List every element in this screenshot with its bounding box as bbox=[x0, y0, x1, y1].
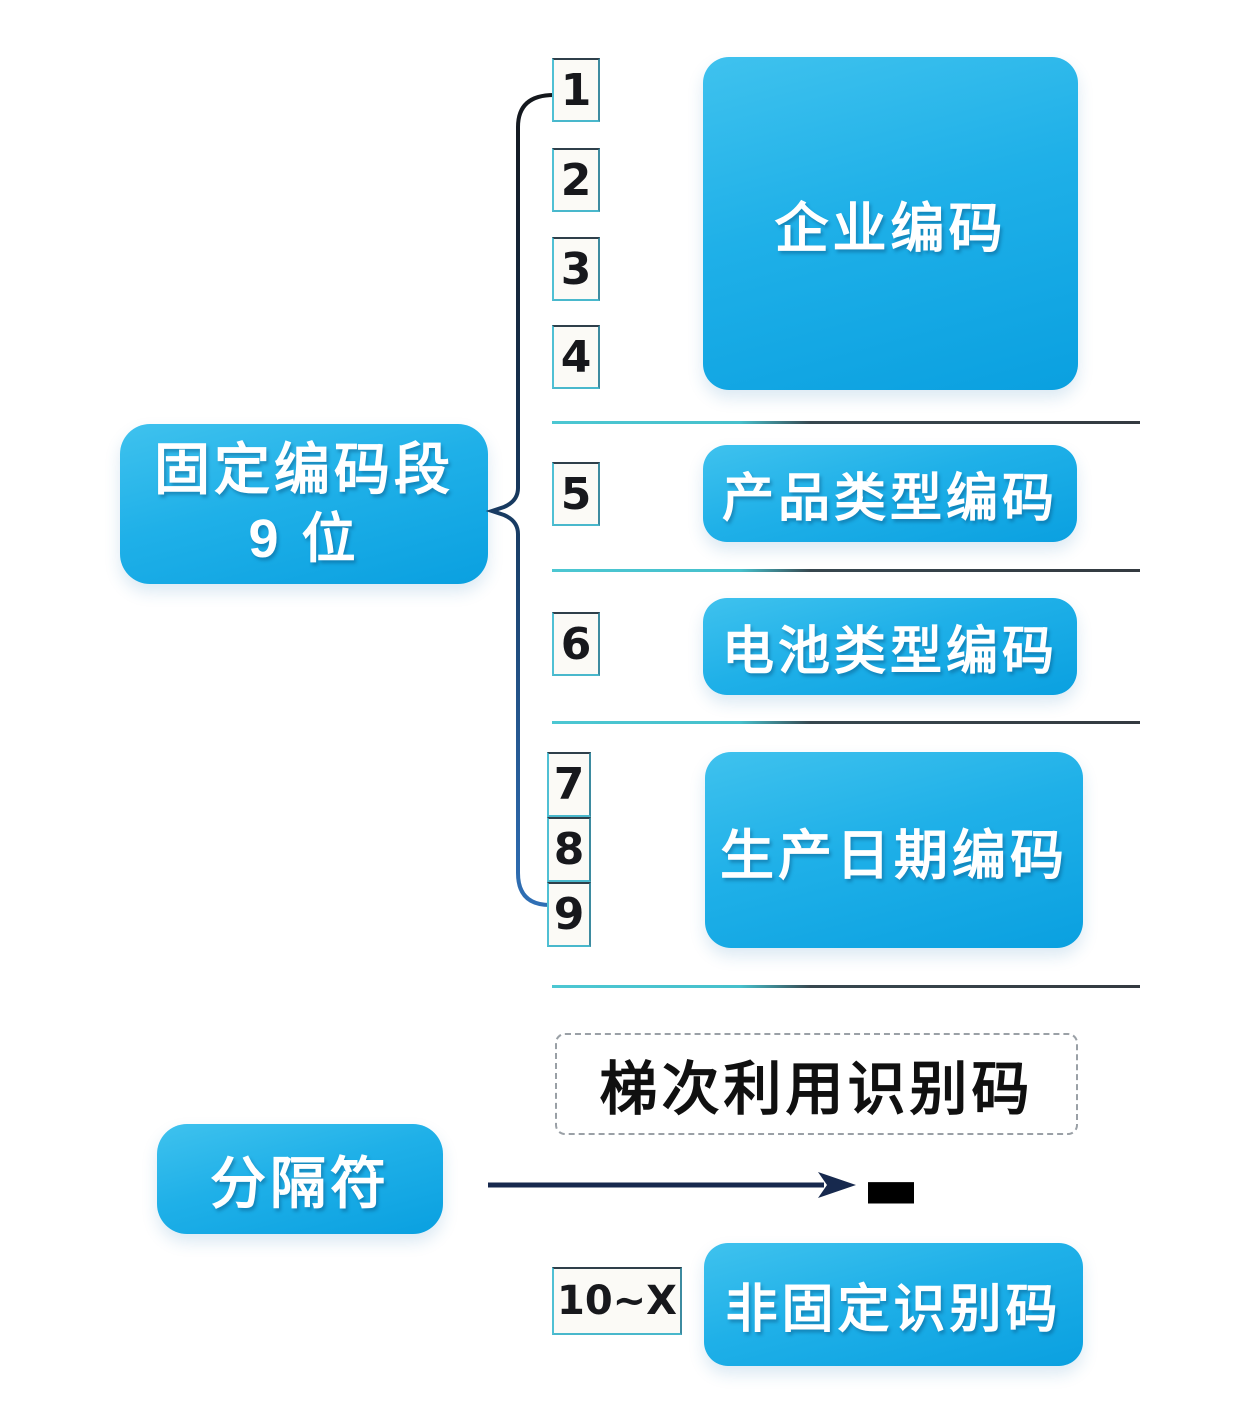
product-type-code-label: 产品类型编码 bbox=[721, 470, 1058, 528]
cascade-code-box: 梯次利用识别码 bbox=[555, 1033, 1078, 1135]
arrow-icon bbox=[488, 1172, 856, 1198]
product-type-code-box: 产品类型编码 bbox=[703, 445, 1077, 542]
section-divider-2 bbox=[552, 569, 1140, 572]
digit-box-6: 6 bbox=[552, 612, 600, 676]
digit-box-4: 4 bbox=[552, 325, 600, 389]
fixed-segment-line1: 固定编码段 bbox=[154, 437, 454, 501]
digit-box-9: 9 bbox=[547, 882, 591, 947]
non-fixed-code-label: 非固定识别码 bbox=[725, 1281, 1062, 1339]
separator-dash-symbol: - bbox=[859, 1098, 923, 1272]
digit-box-3: 3 bbox=[552, 237, 600, 301]
digit-box-8: 8 bbox=[547, 817, 591, 882]
digit-box-5: 5 bbox=[552, 462, 600, 526]
enterprise-code-box: 企业编码 bbox=[703, 57, 1078, 390]
cascade-code-label: 梯次利用识别码 bbox=[599, 1057, 1034, 1122]
non-fixed-code-box: 非固定识别码 bbox=[704, 1243, 1083, 1366]
battery-type-code-label: 电池类型编码 bbox=[721, 623, 1058, 681]
section-divider-3 bbox=[552, 721, 1140, 724]
separator-box: 分隔符 bbox=[157, 1124, 443, 1234]
section-divider-4 bbox=[552, 985, 1140, 988]
fixed-segment-box: 固定编码段 9 位 bbox=[120, 424, 488, 584]
fixed-segment-line2: 9 位 bbox=[248, 509, 360, 570]
battery-type-code-box: 电池类型编码 bbox=[703, 598, 1077, 695]
digit-box-1: 1 bbox=[552, 58, 600, 122]
brace-bracket-icon bbox=[485, 93, 556, 907]
production-date-code-box: 生产日期编码 bbox=[705, 752, 1083, 948]
separator-label: 分隔符 bbox=[210, 1151, 390, 1215]
digit-box-7: 7 bbox=[547, 752, 591, 817]
enterprise-code-label: 企业编码 bbox=[774, 199, 1007, 259]
digit-range-box: 10~X bbox=[552, 1267, 682, 1335]
production-date-code-label: 生产日期编码 bbox=[720, 825, 1068, 886]
section-divider-1 bbox=[552, 421, 1140, 424]
digit-box-2: 2 bbox=[552, 148, 600, 212]
